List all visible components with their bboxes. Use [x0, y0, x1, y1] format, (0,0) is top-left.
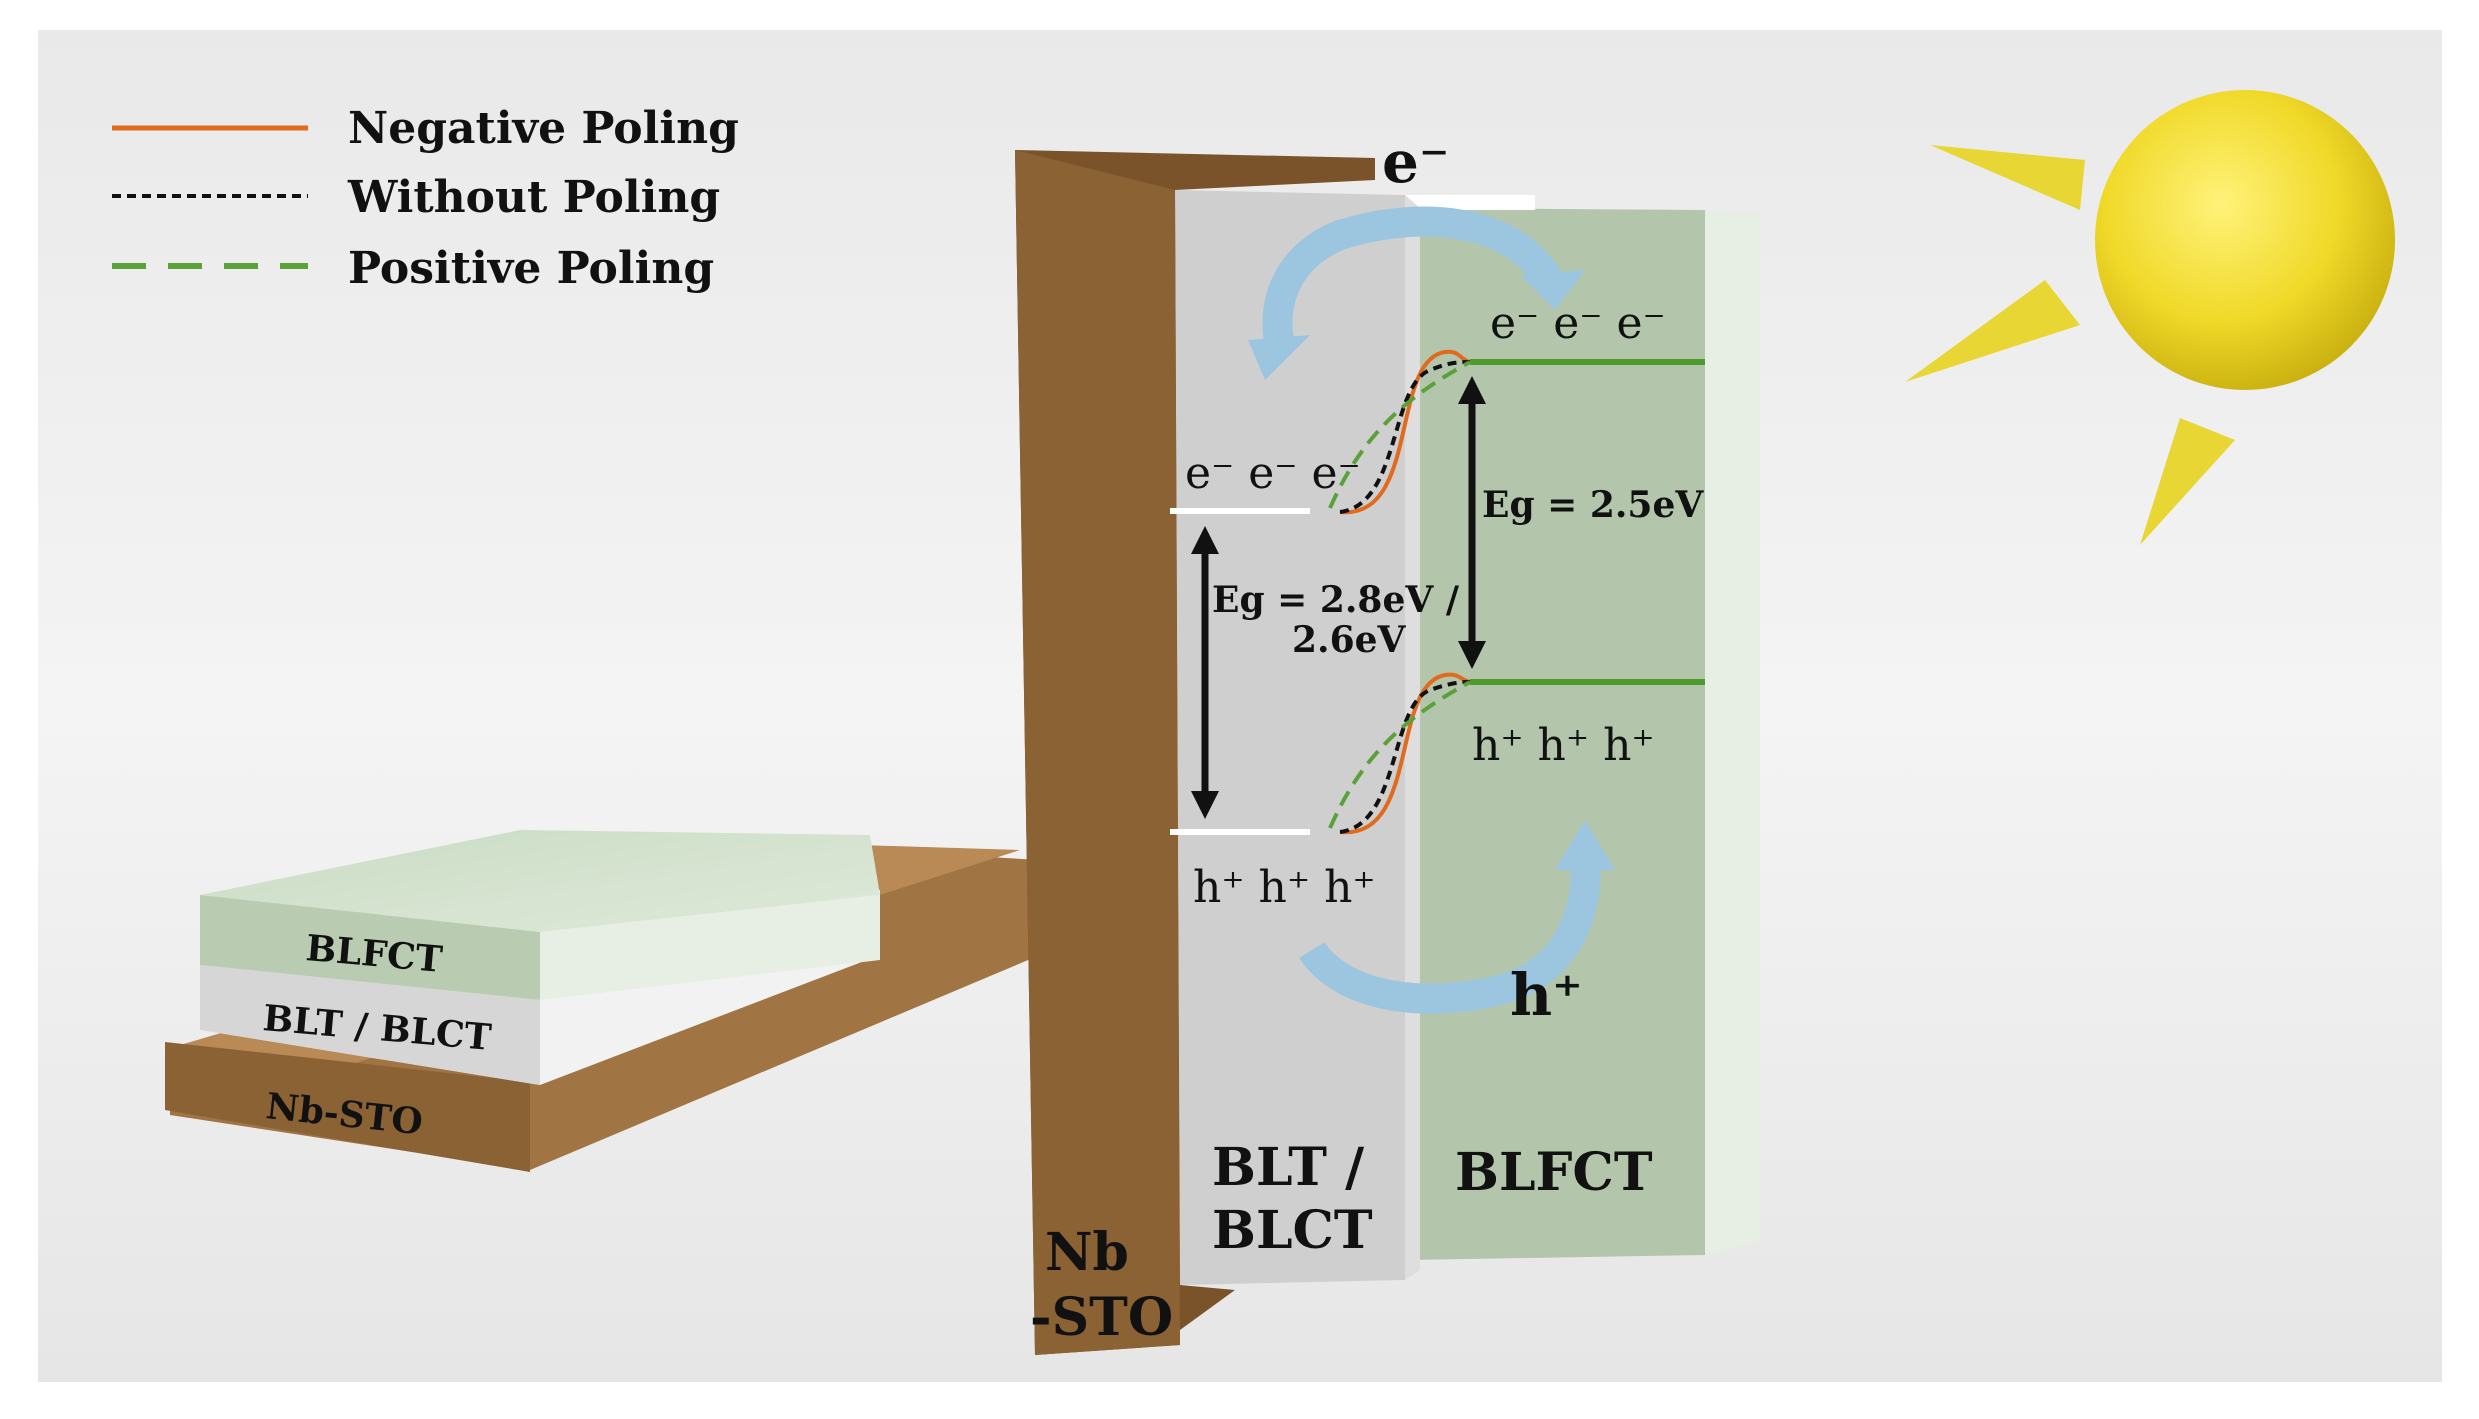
- electron-labels-left: e⁻ e⁻ e⁻: [1185, 448, 1361, 499]
- hole-labels-right: h⁺ h⁺ h⁺: [1472, 720, 1655, 771]
- hole-transfer-arrow-icon: [1299, 820, 1615, 1014]
- legend-label-negative: Negative Poling: [348, 103, 739, 154]
- sun-ray: [1930, 145, 2085, 210]
- substrate-front: [165, 1042, 530, 1172]
- sun-ray: [2140, 418, 2235, 545]
- cb-curve-negative: [1339, 349, 1471, 515]
- bandgap-label-left-line2: 2.6eV: [1292, 619, 1407, 661]
- vb-curve-negative: [1339, 672, 1471, 835]
- cb-curve-without: [1339, 360, 1471, 514]
- vb-curve-positive: [1328, 680, 1471, 829]
- legend-label-without: Without Poling: [347, 172, 720, 223]
- blfct-slab-side: [1705, 210, 1760, 1255]
- hole-labels-left: h⁺ h⁺ h⁺: [1193, 862, 1376, 913]
- top-layer-front: [200, 895, 540, 1000]
- vb-curve-without: [1339, 680, 1471, 834]
- sun-icon: [1905, 90, 2395, 545]
- middle-layer-front: [200, 965, 540, 1085]
- hole-label-bottom: h⁺: [1510, 961, 1583, 1029]
- cb-bending: [1328, 349, 1471, 515]
- bandgap-label-right: Eg = 2.5eV: [1482, 484, 1704, 526]
- band-edges: [1170, 359, 1705, 835]
- bandgap-label-left-line1: Eg = 2.8eV /: [1212, 579, 1460, 621]
- top-layer-label: BLFCT: [1455, 1142, 1653, 1203]
- blt-slab-front: [1175, 190, 1405, 1285]
- top-layer-side: [540, 895, 880, 1000]
- substrate-label-line1: Nb: [1045, 1222, 1129, 1283]
- sun-ray: [1905, 280, 2080, 382]
- film-stack: BLFCT BLT / BLCT Nb-STO: [165, 830, 1040, 1172]
- nbsto-slab-front: [1015, 150, 1180, 1355]
- legend: Negative Poling Without Poling Positive …: [112, 103, 739, 294]
- legend-label-positive: Positive Poling: [348, 243, 714, 294]
- cb-curve-positive: [1328, 360, 1471, 509]
- vb-bending: [1328, 672, 1471, 835]
- substrate-label-line2: -STO: [1030, 1287, 1173, 1348]
- top-layer-top: [200, 830, 880, 932]
- middle-layer-label-line1: BLT /: [1212, 1137, 1364, 1198]
- electron-transfer-arrow-icon: [1248, 206, 1585, 380]
- sun-disc: [2095, 90, 2395, 390]
- middle-layer-label-line2: BLCT: [1212, 1200, 1373, 1261]
- nbsto-slab: [1015, 150, 1375, 1355]
- electron-label-top: e⁻: [1382, 128, 1450, 196]
- electron-labels-right: e⁻ e⁻ e⁻: [1490, 298, 1666, 349]
- blt-slab-top: [1405, 195, 1535, 210]
